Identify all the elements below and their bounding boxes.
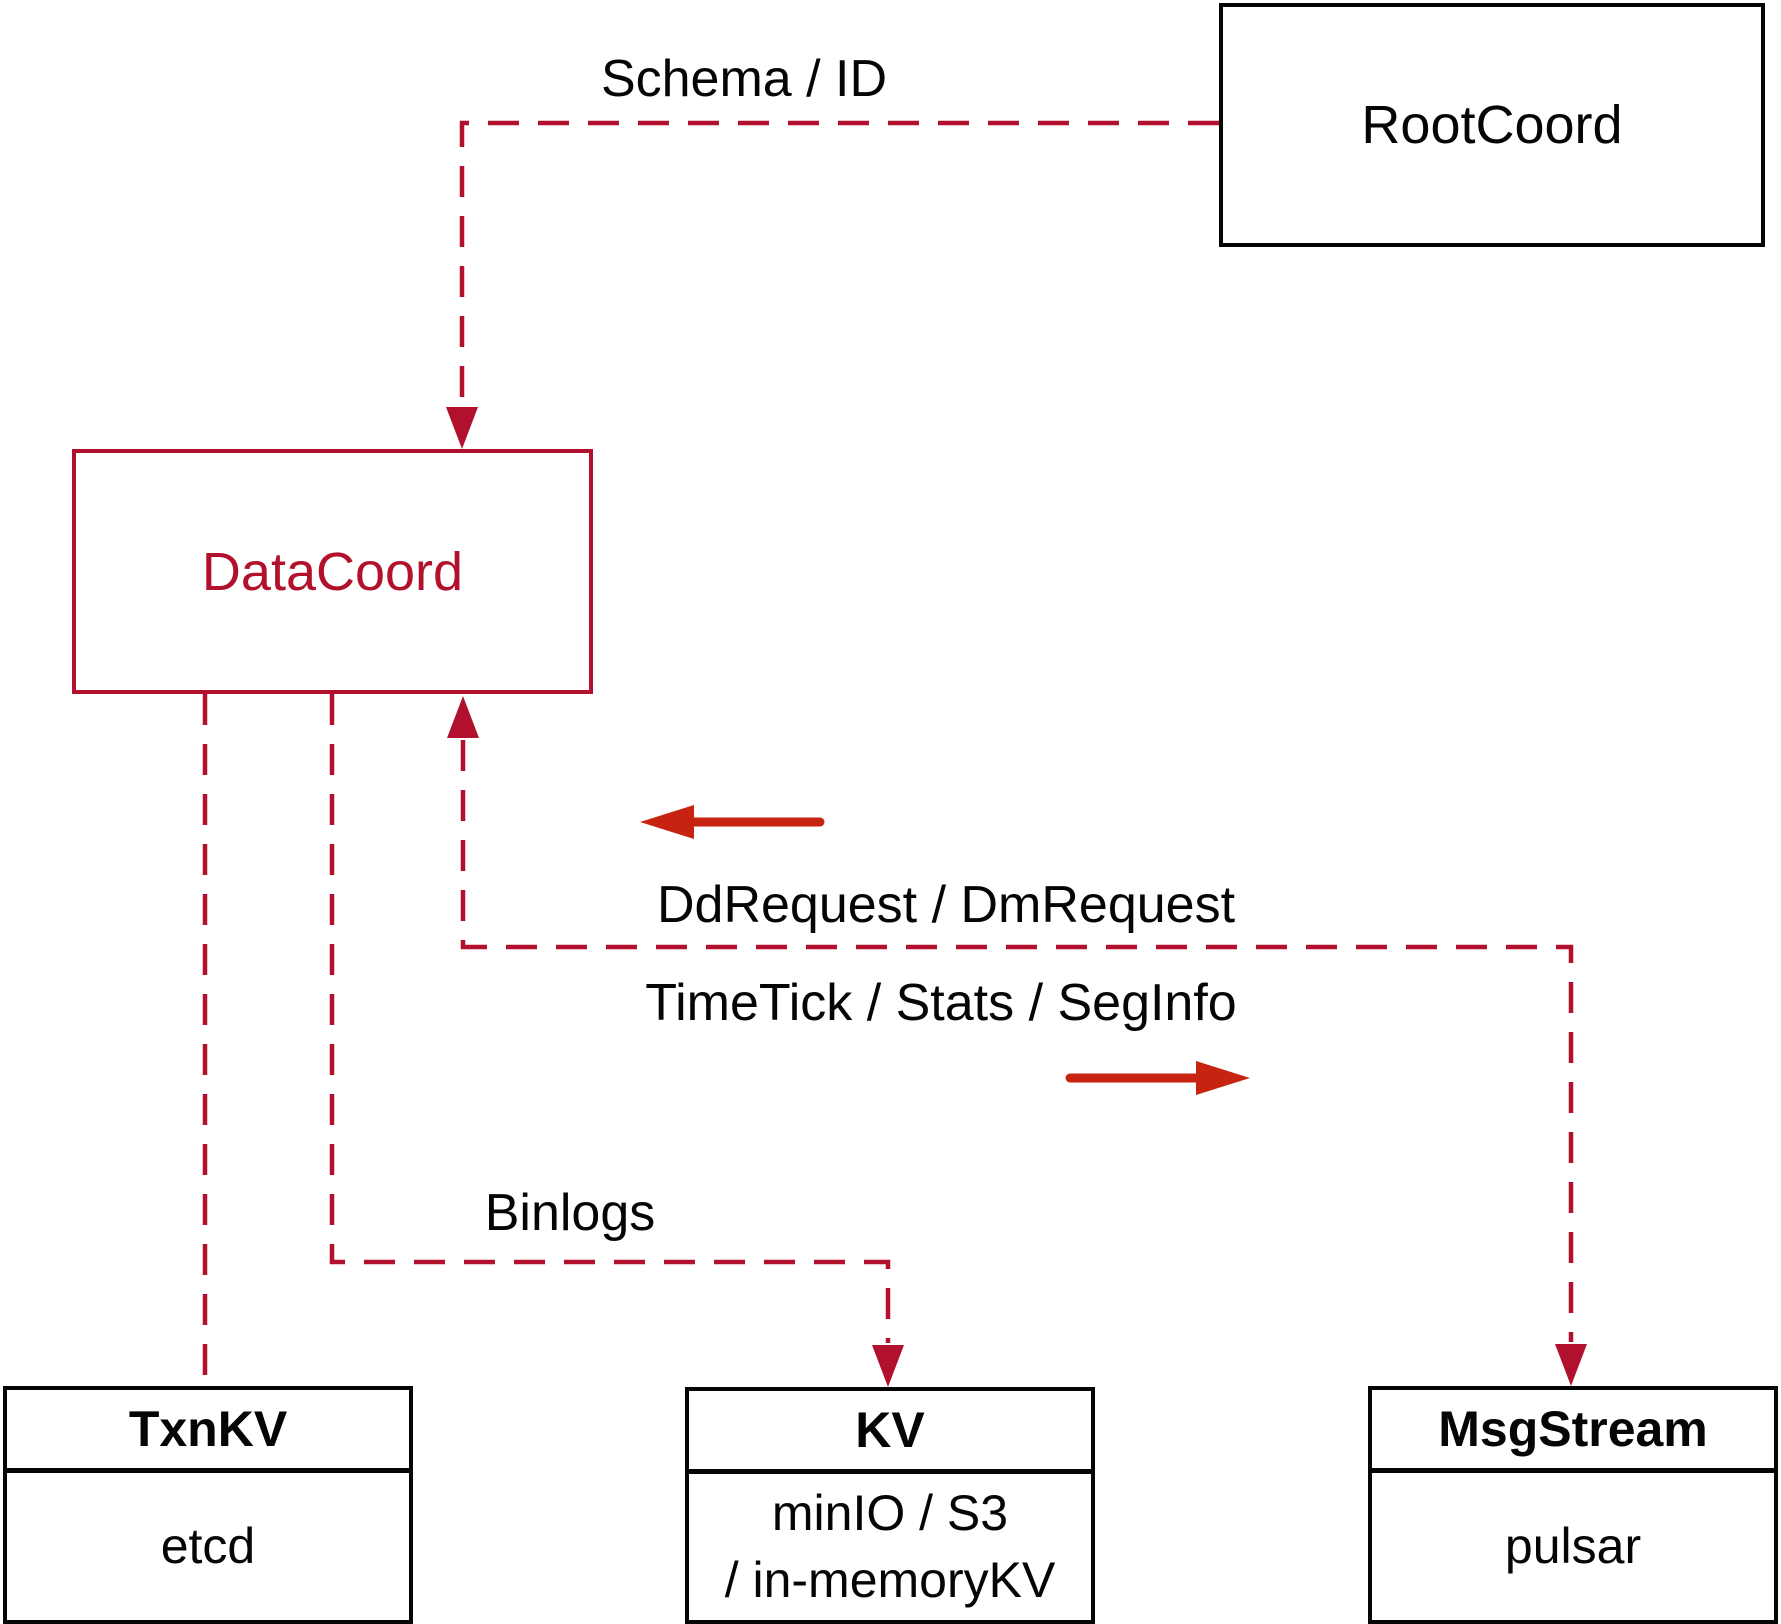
edge-label-ddrequest: DdRequest / DmRequest bbox=[656, 876, 1236, 934]
edge-label-schema-id: Schema / ID bbox=[600, 50, 888, 108]
node-kv: KV minIO / S3 / in-memoryKV bbox=[685, 1387, 1095, 1624]
node-msgstream: MsgStream pulsar bbox=[1368, 1386, 1778, 1624]
node-rootcoord: RootCoord bbox=[1219, 3, 1765, 247]
edge-binlogs-line bbox=[329, 694, 891, 1343]
right-arrowhead bbox=[1196, 1061, 1250, 1095]
node-txnkv: TxnKV etcd bbox=[3, 1386, 413, 1624]
left-arrowhead bbox=[640, 805, 694, 839]
edge-msgstream-line bbox=[460, 740, 1574, 1342]
msgstream-title: MsgStream bbox=[1372, 1390, 1774, 1473]
kv-title: KV bbox=[689, 1391, 1091, 1474]
txnkv-body: etcd bbox=[160, 1518, 256, 1574]
node-datacoord: DataCoord bbox=[72, 449, 593, 694]
edge-label-timetick: TimeTick / Stats / SegInfo bbox=[645, 974, 1237, 1032]
edge-schema-id-arrowhead bbox=[446, 407, 478, 449]
txnkv-title: TxnKV bbox=[7, 1390, 409, 1473]
msgstream-body: pulsar bbox=[1504, 1518, 1642, 1574]
rootcoord-label: RootCoord bbox=[1361, 95, 1623, 155]
datacoord-label: DataCoord bbox=[201, 541, 464, 602]
edge-msgstream-down-arrowhead bbox=[1555, 1344, 1587, 1386]
edge-msgstream-up-arrowhead bbox=[447, 696, 479, 738]
edge-label-binlogs: Binlogs bbox=[484, 1184, 656, 1242]
edge-binlogs-arrowhead bbox=[872, 1345, 904, 1387]
edge-schema-id-line bbox=[459, 120, 1219, 405]
kv-body-line2: / in-memoryKV bbox=[724, 1552, 1056, 1608]
kv-body-line1: minIO / S3 bbox=[771, 1485, 1009, 1541]
